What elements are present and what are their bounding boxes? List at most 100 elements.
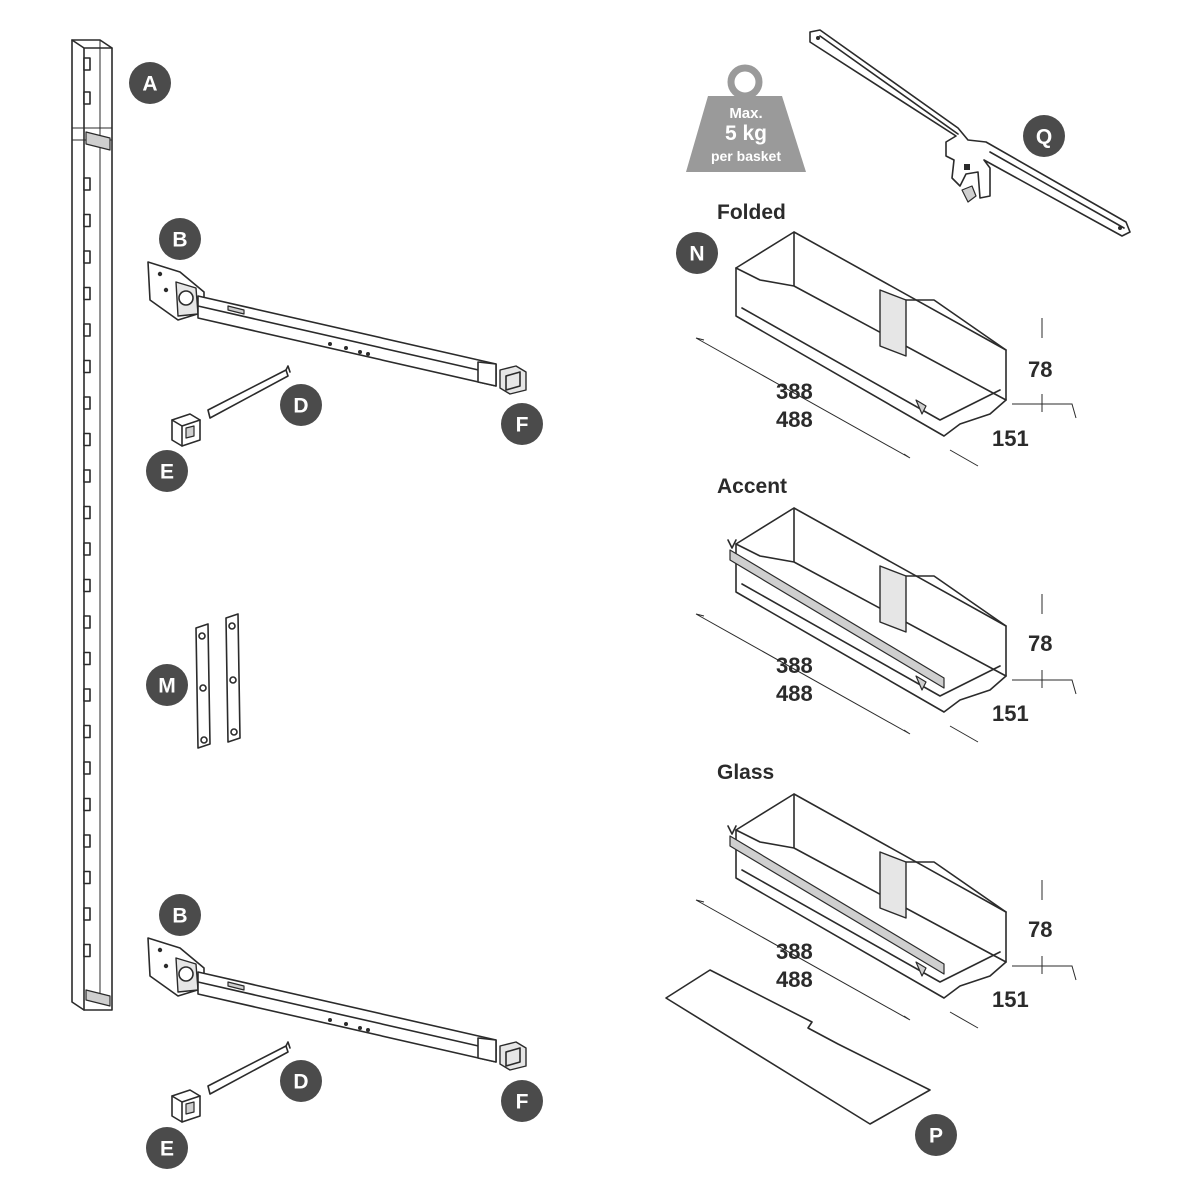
svg-text:E: E — [160, 1138, 174, 1161]
rail-slot — [83, 688, 91, 702]
basket-body — [735, 793, 1007, 999]
weight-limit-icon: Max. 5 kg per basket — [686, 64, 806, 172]
height-dim: 78 — [1028, 357, 1052, 382]
basket-body — [735, 507, 1007, 713]
depth-dim: 151 — [992, 426, 1029, 451]
rail-slot — [83, 250, 91, 264]
badge-q: Q — [1023, 115, 1065, 157]
dims-accent: 78 388 488 151 — [776, 631, 1052, 726]
plate-hole — [229, 676, 237, 684]
rail-a — [71, 39, 113, 1011]
length-dim-1: 388 — [776, 939, 813, 964]
badge-e-bottom: E — [146, 1127, 188, 1169]
svg-text:P: P — [929, 1125, 943, 1148]
length-dim-1: 388 — [776, 653, 813, 678]
basket-lip — [741, 583, 1001, 697]
basket-accent-rail — [727, 539, 737, 549]
badge-b-top: B — [159, 218, 201, 260]
rail-slot — [83, 870, 91, 885]
plates-m — [195, 613, 241, 749]
basket-divider — [879, 289, 907, 357]
svg-text:E: E — [160, 461, 174, 484]
basket-logo — [915, 675, 927, 691]
badge-m: M — [146, 664, 188, 706]
rail-slot — [83, 651, 91, 666]
basket-logo — [915, 399, 927, 415]
stay-d-top — [207, 365, 291, 419]
rail-slot — [83, 907, 91, 921]
svg-text:B: B — [172, 229, 187, 252]
svg-text:A: A — [142, 73, 157, 96]
basket-title-accent: Accent — [717, 475, 787, 498]
depth-dim-line — [949, 965, 1077, 1029]
connector-e-bottom — [171, 1089, 201, 1123]
stay-d-bottom — [207, 1041, 291, 1095]
rail-slot — [83, 91, 91, 105]
basket-lip — [741, 869, 1001, 983]
rail-slot — [83, 615, 91, 629]
badge-f-bottom: F — [501, 1080, 543, 1122]
dims-folded: 78 388 488 151 — [776, 357, 1052, 451]
rail-slot — [83, 724, 91, 739]
basket-title-glass: Glass — [717, 761, 774, 784]
badge-p: P — [915, 1114, 957, 1156]
bracket-q — [809, 29, 1131, 237]
end-clip-f-bottom — [499, 1041, 527, 1071]
basket-accent-rail — [727, 825, 737, 835]
basket-divider — [879, 565, 907, 633]
glass-panel-p — [665, 969, 931, 1125]
basket-glass — [695, 793, 1077, 1029]
rail-slot — [83, 213, 91, 228]
height-dim: 78 — [1028, 917, 1052, 942]
rail-slot — [83, 943, 91, 958]
weight-line3: per basket — [711, 148, 781, 164]
svg-text:F: F — [516, 1091, 529, 1114]
rail-slot — [83, 761, 91, 775]
rail-slot — [83, 177, 91, 191]
basket-rim — [905, 575, 1007, 627]
plate-hole — [198, 632, 206, 640]
basket-title-folded: Folded — [717, 201, 786, 224]
rail-slot — [83, 57, 91, 71]
end-clip-f-top — [499, 365, 527, 395]
plate-hole — [200, 736, 208, 744]
height-dim: 78 — [1028, 631, 1052, 656]
basket-logo — [915, 961, 927, 977]
basket-accent — [695, 507, 1077, 743]
basket-rim — [905, 299, 1007, 351]
svg-text:B: B — [172, 905, 187, 928]
svg-text:Q: Q — [1036, 126, 1052, 149]
rail-slot — [83, 432, 91, 447]
rail-slot — [83, 542, 91, 556]
basket-divider — [879, 851, 907, 919]
basket-rim — [905, 861, 1007, 913]
badge-b-bottom: B — [159, 894, 201, 936]
depth-dim-line — [949, 403, 1077, 467]
dims-glass: 78 388 488 151 — [776, 917, 1052, 1012]
basket-accent-strip — [729, 549, 945, 689]
badge-f-top: F — [501, 403, 543, 445]
svg-text:D: D — [293, 1071, 308, 1094]
badge-d-top: D — [280, 384, 322, 426]
svg-text:F: F — [516, 414, 529, 437]
badge-a: A — [129, 62, 171, 104]
rail-slot — [83, 797, 91, 812]
depth-dim: 151 — [992, 987, 1029, 1012]
weight-line2: 5 kg — [725, 122, 767, 145]
length-dim-line — [695, 613, 911, 735]
plate-hole — [199, 684, 207, 692]
rail-slot — [83, 286, 91, 301]
rail-slot — [83, 834, 91, 848]
length-dim-line — [695, 337, 911, 459]
depth-dim: 151 — [992, 701, 1029, 726]
badge-e-top: E — [146, 450, 188, 492]
rail-slot — [83, 505, 91, 520]
length-dim-2: 488 — [776, 681, 813, 706]
connector-e-top — [171, 413, 201, 447]
length-dim-2: 488 — [776, 967, 813, 992]
depth-dim-line — [949, 679, 1077, 743]
basket-folded — [695, 231, 1077, 467]
rail-slot — [83, 359, 91, 374]
arm-b-top — [147, 261, 497, 387]
